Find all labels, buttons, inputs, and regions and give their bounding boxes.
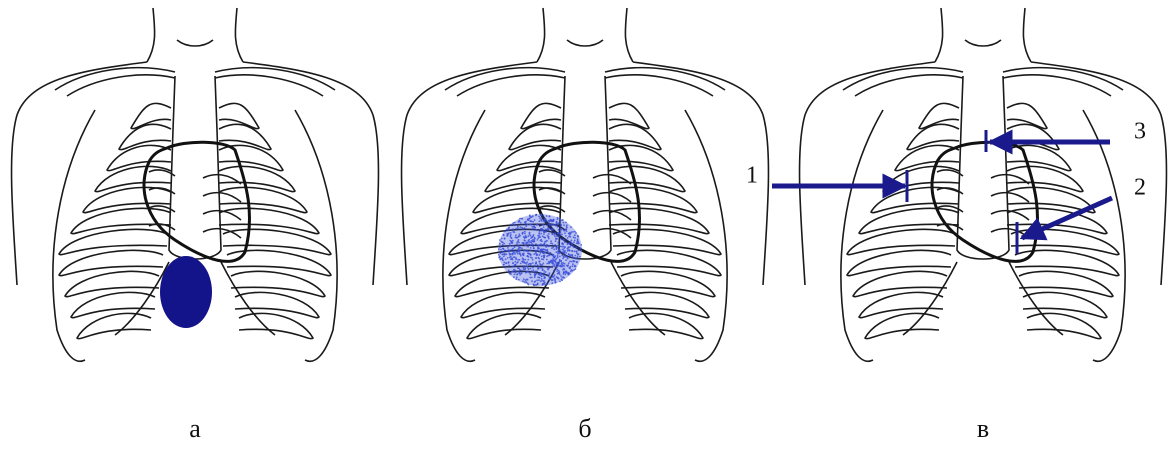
left-shoulder-outline	[1031, 62, 1166, 285]
heart-rib-hatch	[203, 193, 241, 202]
torso-outline-b	[402, 8, 769, 361]
right-clavicle	[55, 68, 175, 90]
heart-outline	[144, 142, 250, 261]
jugular-notch	[177, 40, 213, 46]
marker-label-3: 3	[1134, 119, 1146, 146]
neck-outline	[935, 8, 1031, 62]
left-clavicle	[1003, 68, 1123, 90]
jugular-notch	[567, 40, 603, 46]
heart-rib-hatch	[991, 193, 1029, 202]
rib-left	[629, 313, 703, 338]
right-clavicle-inner	[67, 75, 175, 96]
jugular-notch	[965, 40, 1001, 46]
heart-outline	[932, 142, 1038, 261]
left-clavicle	[605, 68, 725, 90]
right-clavicle-inner	[457, 75, 565, 96]
marker-label-1: 1	[746, 163, 758, 190]
rib-right	[853, 271, 947, 296]
right-clavicle	[445, 68, 565, 90]
rib-left	[1027, 313, 1101, 338]
sternum	[957, 76, 1009, 259]
apex-beat-spot-localized	[160, 256, 212, 328]
right-shoulder-outline	[800, 62, 935, 285]
caption-figure-b: б	[578, 414, 591, 444]
left-clavicle-inner	[215, 75, 323, 96]
left-costal-arch	[611, 262, 665, 335]
caption-figure-c: в	[977, 414, 989, 444]
marker-label-2: 2	[1134, 175, 1146, 202]
right-shoulder-outline	[12, 62, 147, 285]
sternum	[169, 76, 221, 259]
rib-left	[239, 313, 313, 338]
rib-right	[467, 313, 541, 338]
rib-right	[865, 313, 939, 338]
left-clavicle	[215, 68, 335, 90]
rib-left	[231, 271, 325, 296]
rib-left	[621, 271, 715, 296]
left-clavicle-inner	[605, 75, 713, 96]
heart-rib-hatch	[593, 193, 631, 202]
neck-outline	[147, 8, 243, 62]
right-clavicle	[843, 68, 963, 90]
left-shoulder-outline	[243, 62, 378, 285]
left-costal-arch	[1009, 262, 1063, 335]
rib-left	[1019, 271, 1113, 296]
rib-right	[77, 313, 151, 338]
apex-beat-spot-diffuse	[498, 213, 582, 286]
left-costal-arch	[221, 262, 275, 335]
right-costal-arch	[903, 262, 957, 335]
caption-figure-a: а	[189, 414, 201, 444]
neck-outline	[537, 8, 633, 62]
left-clavicle-inner	[1003, 75, 1111, 96]
rib-right	[65, 271, 159, 296]
right-clavicle-inner	[855, 75, 963, 96]
